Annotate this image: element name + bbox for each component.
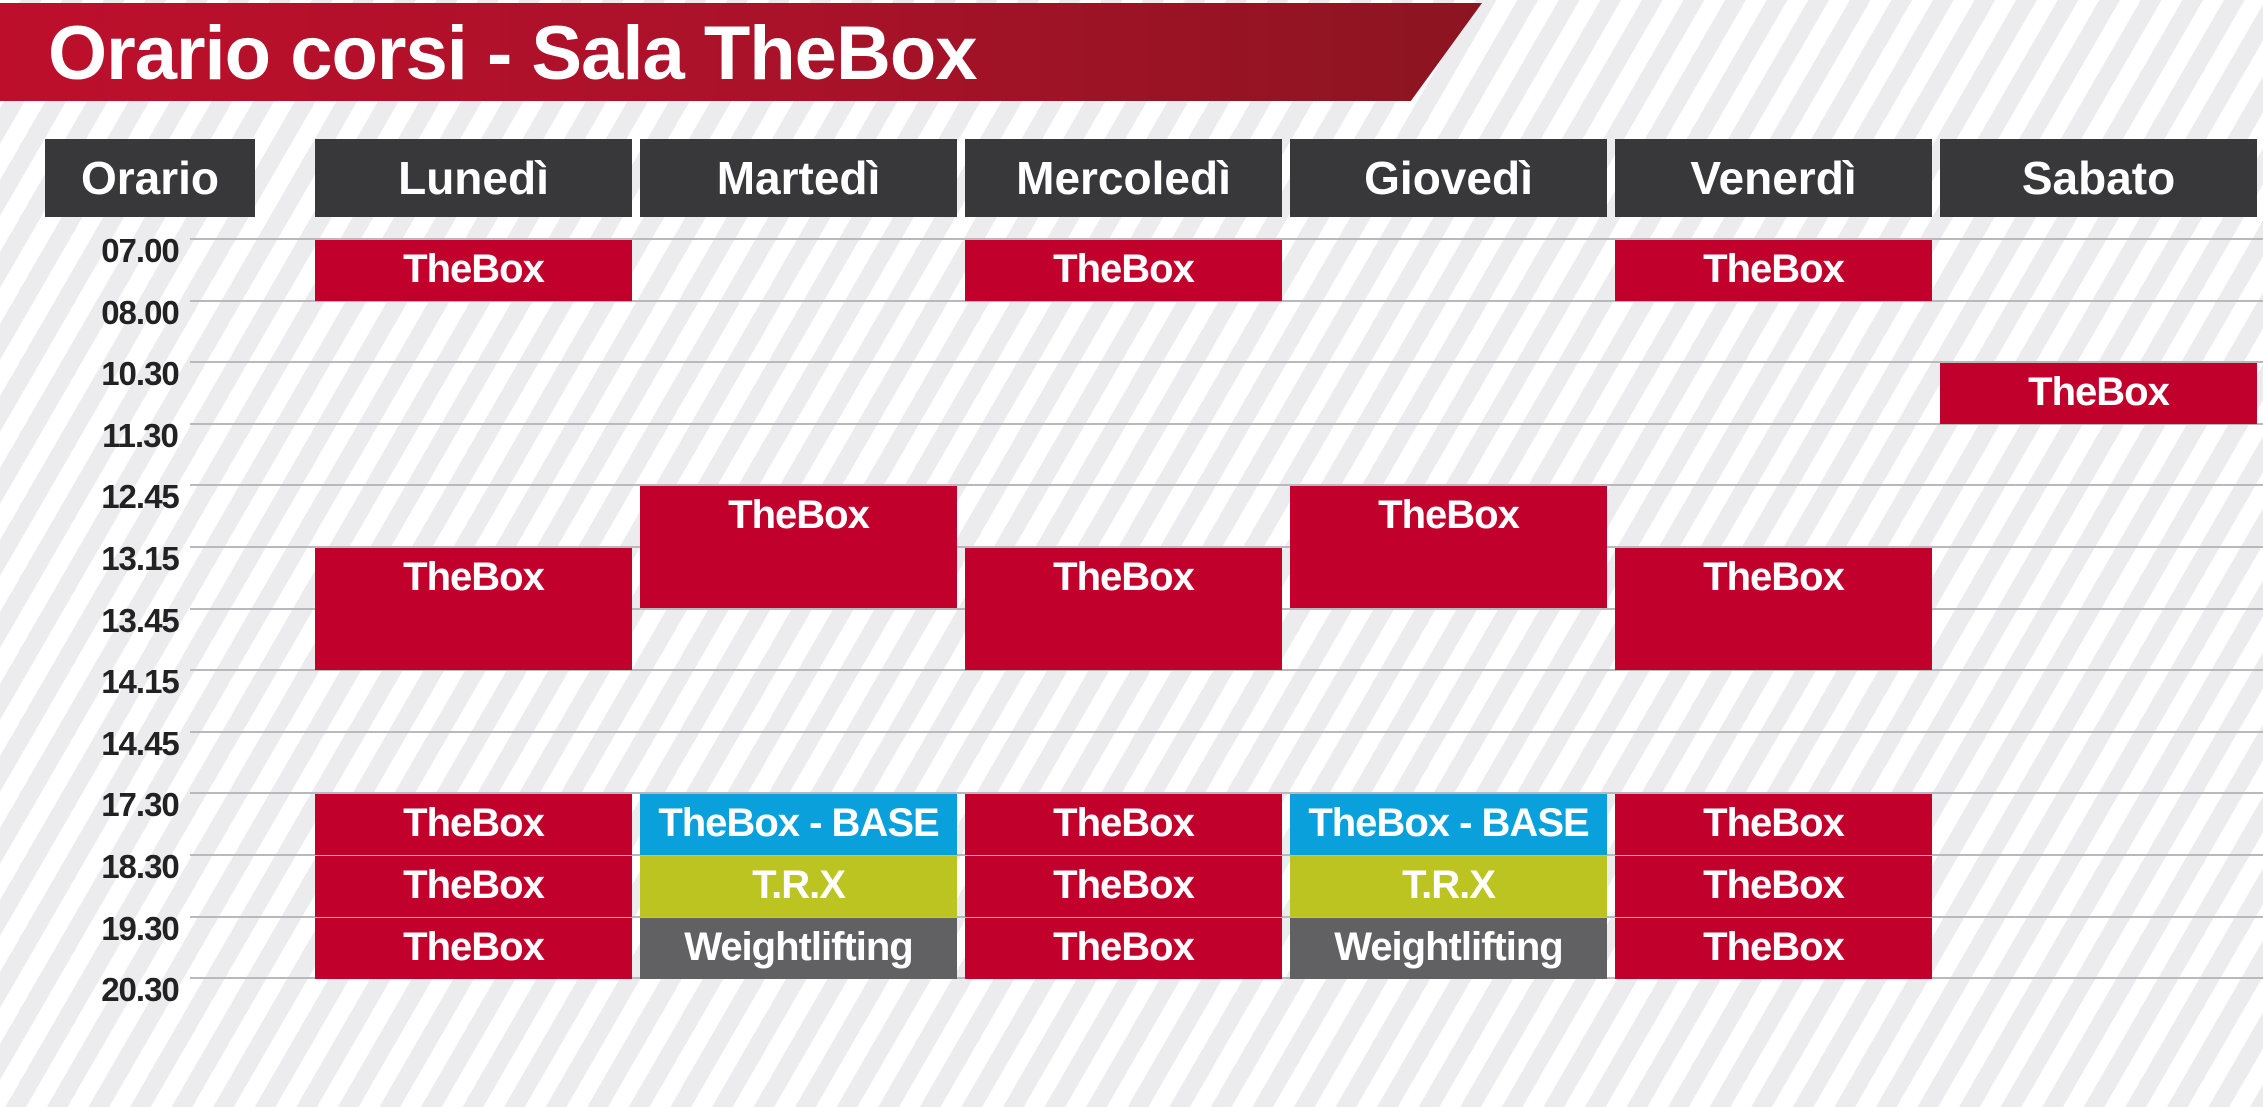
time-label: 20.30 <box>101 971 180 1008</box>
title-banner <box>0 3 1482 101</box>
header-day-giovedi: Giovedì <box>1290 139 1607 217</box>
header-orario: Orario <box>45 139 255 217</box>
class-block-weightlifting[interactable]: Weightlifting <box>640 918 957 979</box>
class-block-thebox-base[interactable]: TheBox - BASE <box>640 794 957 855</box>
grid-line <box>190 731 2263 733</box>
grid-line <box>190 916 2263 918</box>
time-label: 18.30 <box>101 848 180 885</box>
class-block-thebox[interactable]: TheBox <box>315 856 632 917</box>
class-block-thebox[interactable]: TheBox <box>640 486 957 608</box>
grid-line <box>190 669 2263 671</box>
time-label: 11.30 <box>102 417 179 454</box>
grid-line <box>190 361 2263 363</box>
header-day-venerdi: Venerdì <box>1615 139 1932 217</box>
time-label: 07.00 <box>101 232 180 269</box>
time-label: 17.30 <box>101 786 180 823</box>
class-block-thebox[interactable]: TheBox <box>315 794 632 855</box>
grid-line <box>190 854 2263 856</box>
header-day-mercoledi: Mercoledì <box>965 139 1282 217</box>
class-block-thebox[interactable]: TheBox <box>315 918 632 979</box>
time-label: 19.30 <box>101 910 180 947</box>
class-block-thebox[interactable]: TheBox <box>965 918 1282 979</box>
time-label: 14.45 <box>101 725 180 762</box>
class-block-thebox[interactable]: TheBox <box>315 548 632 670</box>
class-block-thebox[interactable]: TheBox <box>965 240 1282 301</box>
class-block-thebox[interactable]: TheBox <box>965 548 1282 670</box>
page-title: Orario corsi - Sala TheBox <box>48 11 978 96</box>
grid-line <box>190 300 2263 302</box>
class-block-thebox[interactable]: TheBox <box>1615 794 1932 855</box>
class-block-trx[interactable]: T.R.X <box>640 856 957 917</box>
grid-line <box>190 546 2263 548</box>
class-block-trx[interactable]: T.R.X <box>1290 856 1607 917</box>
grid-line <box>190 238 2263 240</box>
time-label: 12.45 <box>101 478 180 515</box>
grid-line <box>190 792 2263 794</box>
class-block-thebox[interactable]: TheBox <box>965 856 1282 917</box>
time-label: 10.30 <box>101 355 180 392</box>
class-block-thebox[interactable]: TheBox <box>1615 548 1932 670</box>
class-block-thebox[interactable]: TheBox <box>1940 363 2257 424</box>
class-block-thebox[interactable]: TheBox <box>965 794 1282 855</box>
class-block-thebox[interactable]: TheBox <box>1615 856 1932 917</box>
header-day-lunedi: Lunedì <box>315 139 632 217</box>
class-block-thebox[interactable]: TheBox <box>1290 486 1607 608</box>
class-block-weightlifting[interactable]: Weightlifting <box>1290 918 1607 979</box>
time-label: 08.00 <box>101 294 180 331</box>
time-label: 13.15 <box>101 540 180 577</box>
grid-line <box>190 484 2263 486</box>
class-block-thebox[interactable]: TheBox <box>1615 918 1932 979</box>
grid-line <box>190 423 2263 425</box>
time-label: 13.45 <box>101 602 180 639</box>
header-day-martedi: Martedì <box>640 139 957 217</box>
class-block-thebox-base[interactable]: TheBox - BASE <box>1290 794 1607 855</box>
time-label: 14.15 <box>101 663 180 700</box>
class-block-thebox[interactable]: TheBox <box>1615 240 1932 301</box>
class-block-thebox[interactable]: TheBox <box>315 240 632 301</box>
header-day-sabato: Sabato <box>1940 139 2257 217</box>
